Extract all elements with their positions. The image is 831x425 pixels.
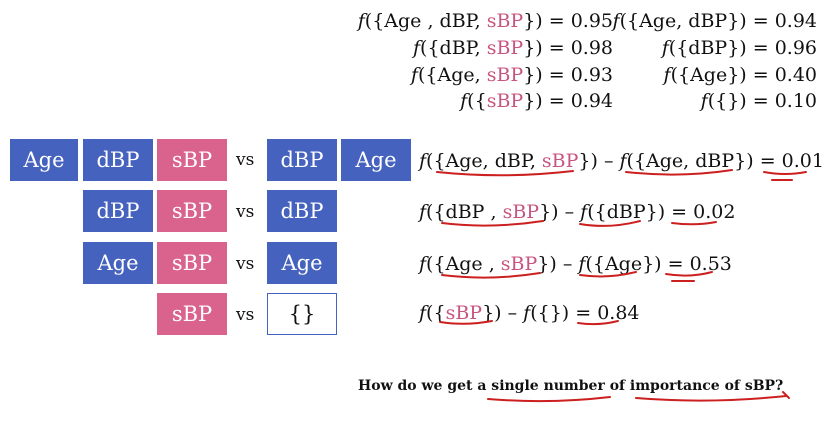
value-right-2: f({dBP}) = 0.96 <box>661 37 817 59</box>
feature-box-dbp: dBP <box>267 139 337 181</box>
feature-box-sbp: sBP <box>157 242 227 284</box>
underline-mark <box>635 395 787 402</box>
difference-result: 0.84 <box>597 302 640 324</box>
feature-box-age: Age <box>83 242 153 284</box>
feature-box-dbp: dBP <box>83 190 153 232</box>
difference-expression: f({Age, dBP, sBP}) – f({Age, dBP}) = 0.0… <box>419 150 824 172</box>
difference-result: 0.01 <box>781 150 824 172</box>
question-text: How do we get a single number of importa… <box>358 378 784 394</box>
feature-box-sbp: sBP <box>157 293 227 335</box>
value-left-3: f({Age, sBP}) = 0.93 <box>410 64 613 86</box>
feature-box-sbp: sBP <box>157 139 227 181</box>
difference-expression: f({sBP}) – f({}) = 0.84 <box>419 302 640 324</box>
value-left-4: f({sBP}) = 0.94 <box>460 90 613 112</box>
feature-box-dbp: dBP <box>83 139 153 181</box>
feature-box-sbp: sBP <box>157 190 227 232</box>
difference-result: 0.53 <box>689 253 732 275</box>
empty-set-box: {} <box>267 293 337 335</box>
vs-label: vs <box>236 305 255 325</box>
feature-box-age: Age <box>10 139 78 181</box>
underline-mark <box>763 171 807 175</box>
feature-box-dbp: dBP <box>267 190 337 232</box>
value-right-3: f({Age}) = 0.40 <box>663 64 817 86</box>
difference-expression: f({dBP , sBP}) – f({dBP}) = 0.02 <box>419 201 736 223</box>
vs-label: vs <box>236 150 255 170</box>
value-right-1: f({Age, dBP}) = 0.94 <box>612 10 817 32</box>
vs-label: vs <box>236 202 255 222</box>
value-right-4: f({}) = 0.10 <box>700 90 817 112</box>
feature-box-age: Age <box>267 242 337 284</box>
value-left-1: f({Age , dBP, sBP}) = 0.95 <box>357 10 613 32</box>
value-left-2: f({dBP, sBP}) = 0.98 <box>413 37 613 59</box>
feature-box-age: Age <box>341 139 411 181</box>
difference-result: 0.02 <box>693 201 736 223</box>
vs-label: vs <box>236 254 255 274</box>
difference-expression: f({Age , sBP}) – f({Age}) = 0.53 <box>419 253 732 275</box>
underline-mark <box>782 391 790 399</box>
underline-mark <box>487 396 611 403</box>
